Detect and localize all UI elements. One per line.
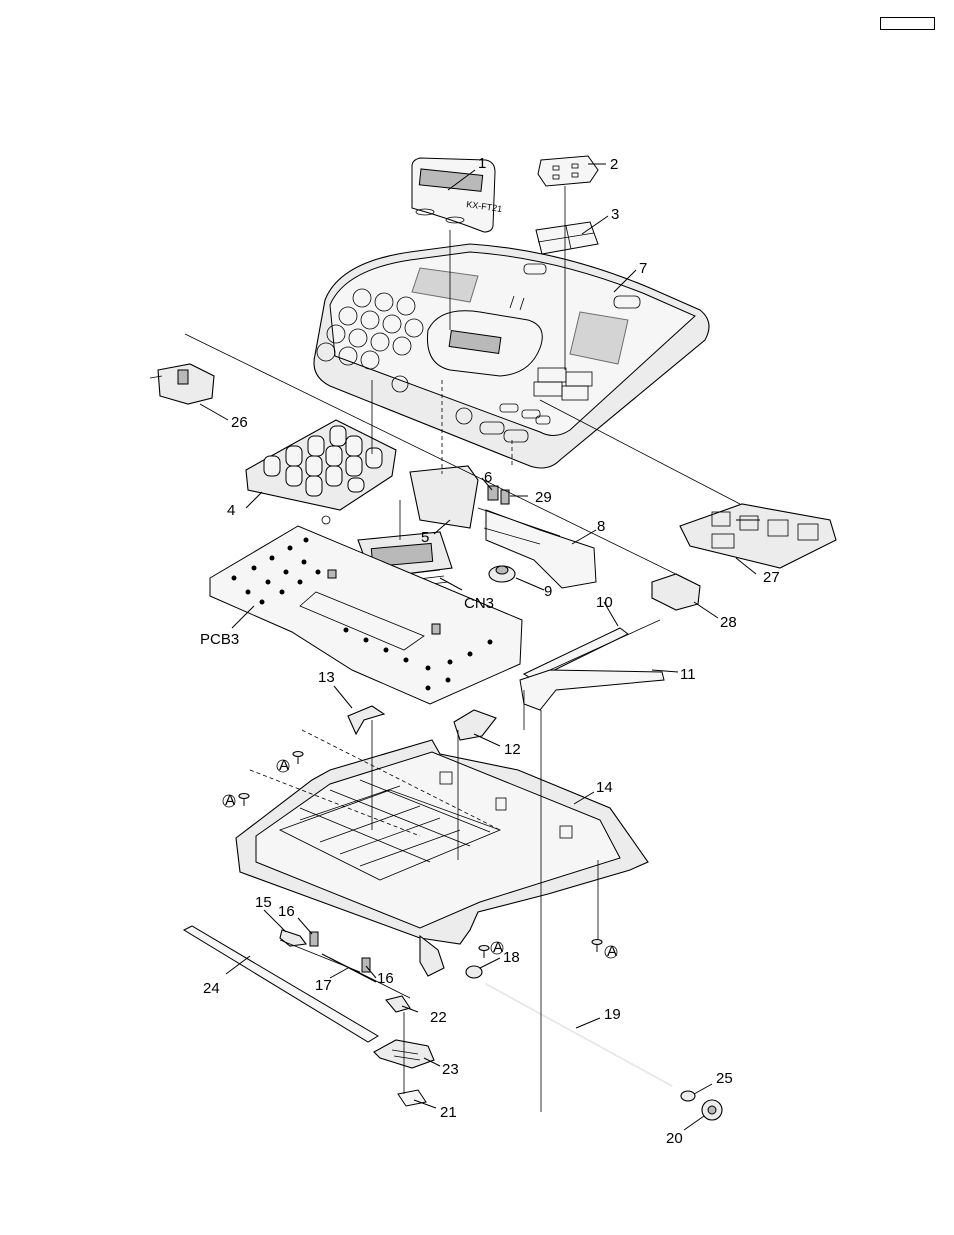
assembly-guide-lines (184, 186, 741, 1112)
callout-1: 1 (478, 155, 486, 172)
part-18-bushing (465, 965, 483, 979)
part-2-cover-plate (537, 155, 599, 187)
part-25-bearing (680, 1090, 696, 1102)
model-label: KX-FT21 (466, 199, 503, 214)
callout-29: 29 (535, 489, 552, 506)
svg-text:A: A (225, 792, 235, 809)
callout-28: 28 (720, 614, 737, 631)
callout-cn3: CN3 (464, 595, 494, 612)
part-19-long-shaft (485, 983, 673, 1087)
callout-4: 4 (227, 502, 235, 519)
callout-labels: 1 2 3 7 26 6 29 4 5 8 27 CN3 9 28 10 PCB… (200, 155, 780, 1147)
callout-11: 11 (680, 666, 696, 683)
callout-pcb3: PCB3 (200, 631, 239, 648)
callout-26: 26 (231, 414, 248, 431)
callout-10: 10 (596, 594, 613, 611)
callout-20: 20 (666, 1130, 683, 1147)
callout-17: 17 (315, 977, 332, 994)
callout-15: 15 (255, 894, 272, 911)
callout-22: 22 (430, 1009, 447, 1026)
pcb3-board (209, 525, 523, 705)
callout-3: 3 (611, 206, 619, 223)
part-12-lever (453, 709, 497, 741)
callout-16-upper: 16 (278, 903, 295, 920)
part-3-button-sheet (535, 221, 599, 255)
part-24-long-roller (182, 925, 379, 1043)
callout-14: 14 (596, 779, 613, 796)
part-27-right-bracket (679, 503, 837, 569)
callout-19: 19 (604, 1006, 621, 1023)
screw-bottom-center (478, 944, 490, 958)
part-7-top-cabinet (313, 243, 710, 469)
screw-mark-a-4: A (604, 943, 618, 960)
part-20-gear (701, 1099, 723, 1121)
callout-25: 25 (716, 1070, 733, 1087)
screw-left-upper (292, 750, 304, 764)
screw-right (591, 938, 603, 952)
callout-6: 6 (484, 469, 492, 486)
screw-mark-a-2: A (222, 792, 236, 809)
screw-mark-a-1: A (276, 757, 290, 774)
callout-2: 2 (610, 156, 618, 173)
part-5-lcd-holder (409, 465, 479, 529)
callout-13: 13 (318, 669, 335, 686)
part-21-sheet (397, 1089, 427, 1107)
part-13-arm (347, 705, 386, 736)
screw-mark-a-3: A (490, 939, 504, 956)
callout-27: 27 (763, 569, 780, 586)
page-number-box (880, 17, 935, 30)
callout-12: 12 (504, 741, 521, 758)
part-26-left-bracket (149, 363, 215, 405)
part-16-spring-a (309, 931, 319, 947)
callout-7: 7 (639, 260, 647, 277)
part-15-roller (279, 929, 308, 947)
part-29-spring (500, 489, 510, 505)
callout-8: 8 (597, 518, 605, 535)
callout-16-lower: 16 (377, 970, 394, 987)
part-6-spring (487, 485, 499, 501)
part-4-rubber-keypad (245, 419, 397, 525)
callout-21: 21 (440, 1104, 457, 1121)
part-28-switch (651, 573, 701, 611)
screw-left-lower (238, 792, 250, 806)
part-11-flat-cable (519, 619, 665, 711)
callout-18: 18 (503, 949, 520, 966)
part-22-holder (385, 995, 411, 1013)
part-16-spring-b (361, 957, 371, 973)
callout-5: 5 (421, 529, 429, 546)
callout-24: 24 (203, 980, 220, 997)
callout-9: 9 (544, 583, 552, 600)
part-8-gear-cover (477, 507, 597, 589)
svg-text:A: A (607, 943, 617, 960)
part-1-display-panel: KX-FT21 (411, 157, 503, 233)
part-9-gear (488, 565, 516, 583)
svg-text:A: A (279, 757, 289, 774)
leader-lines (199, 163, 760, 1131)
callout-23: 23 (442, 1061, 459, 1078)
svg-text:A: A (493, 939, 503, 956)
part-14-lower-cabinet (235, 739, 649, 977)
